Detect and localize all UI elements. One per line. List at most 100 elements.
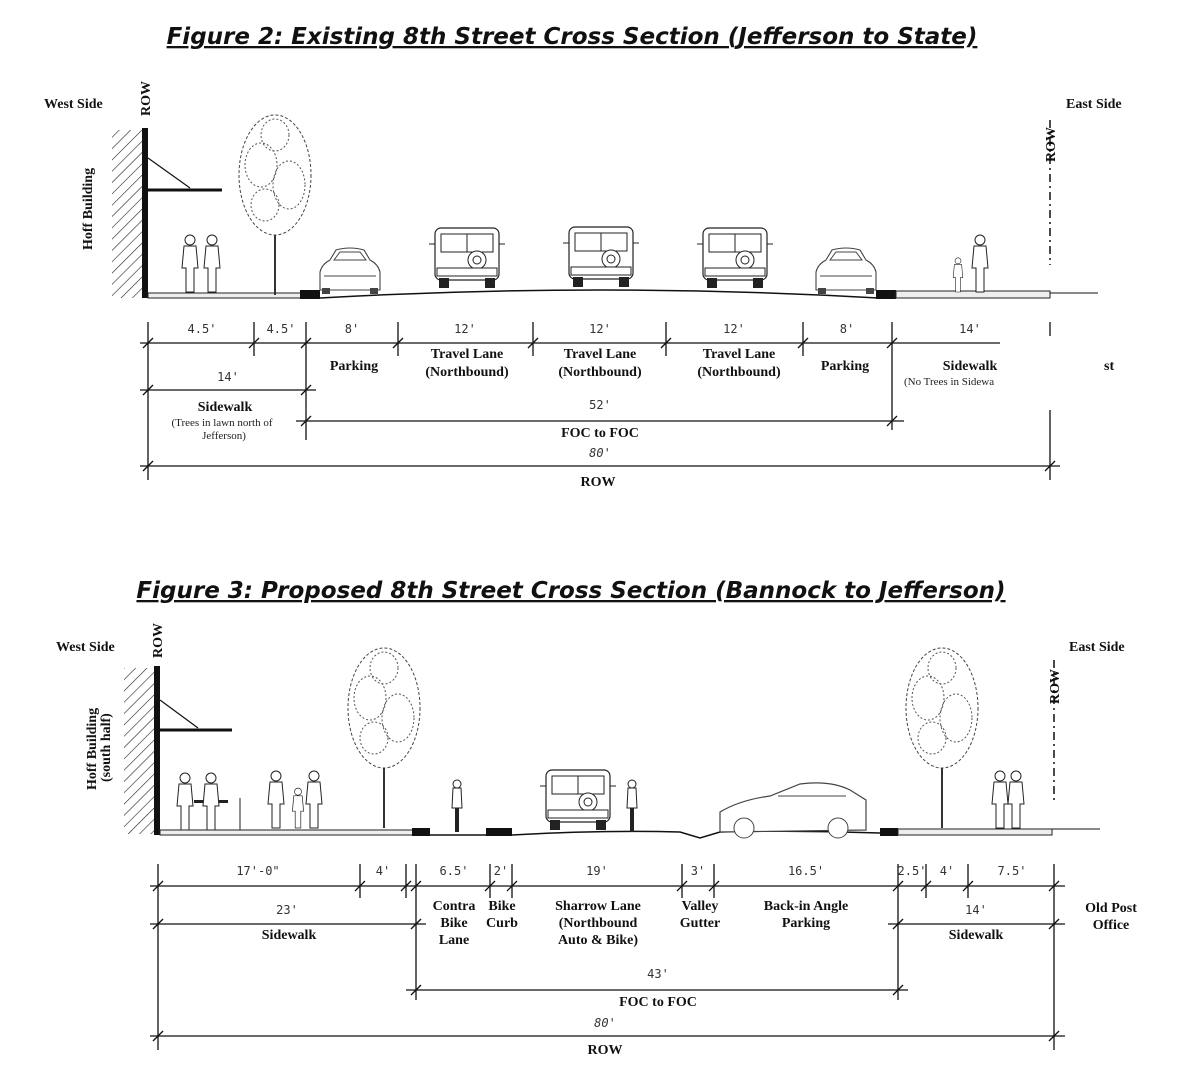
figure3-pedestrian bbox=[267, 770, 285, 829]
figure2-west-side-label: West Side bbox=[44, 97, 103, 112]
figure2-width-label: 4.5' bbox=[188, 322, 217, 336]
figure3-sidewalk-right-width: 14' bbox=[965, 903, 987, 917]
figure3-width-label: 3' bbox=[691, 864, 705, 878]
figure2-sidewalk-left-label: Sidewalk bbox=[198, 400, 253, 415]
figure2-width-label: 4.5' bbox=[267, 322, 296, 336]
figure3-width-label: 19' bbox=[586, 864, 608, 878]
figure2-foc-width: 52' bbox=[589, 398, 611, 412]
figure2-pedestrian bbox=[181, 234, 199, 293]
figure2-suv bbox=[428, 227, 506, 289]
figure3-post-office-label: Old Post bbox=[1085, 901, 1137, 916]
figure3-ground bbox=[159, 660, 1100, 839]
figure3-sharrow-label: Auto & Bike) bbox=[558, 933, 638, 948]
figure2-parking-label: Parking bbox=[330, 359, 378, 374]
figure3-tree bbox=[347, 647, 421, 829]
figure3-pedestrian bbox=[1007, 770, 1025, 829]
figure2-travel-lane-direction: (Northbound) bbox=[697, 365, 781, 380]
figure2-sidewalk-right-label: Sidewalk bbox=[943, 359, 998, 374]
figure3-contra-label: Lane bbox=[439, 933, 469, 948]
figure2-east-side-label: East Side bbox=[1066, 97, 1122, 112]
figure3-width-label: 4' bbox=[940, 864, 954, 878]
figure3-contra-label: Bike bbox=[440, 916, 467, 931]
figure2-width-label: 8' bbox=[345, 322, 359, 336]
figure2-width-label: 12' bbox=[589, 322, 611, 336]
figure2-row-label: ROW bbox=[581, 475, 616, 490]
figure3-pedestrian bbox=[991, 770, 1009, 829]
figure3-cyclist bbox=[450, 778, 464, 834]
figure2-width-label: 12' bbox=[723, 322, 745, 336]
figure3-pedestrian bbox=[305, 770, 323, 829]
figure2-suv bbox=[696, 227, 774, 289]
figure3-backin-label: Parking bbox=[782, 916, 830, 931]
figure3-east-side-label: East Side bbox=[1069, 640, 1125, 655]
figure3-tree bbox=[905, 647, 979, 829]
figure3-valley-label: Gutter bbox=[680, 916, 720, 931]
figure3-suv bbox=[539, 769, 617, 831]
figure3-dimensions bbox=[150, 864, 1065, 1050]
figure3-bike-curb-label: Bike bbox=[488, 899, 515, 914]
figure2-building-wall bbox=[112, 128, 222, 298]
figure3-sidewalk-left-label: Sidewalk bbox=[262, 928, 317, 943]
figure2-pedestrian bbox=[203, 234, 221, 293]
figure2-title: Figure 2: Existing 8th Street Cross Sect… bbox=[167, 24, 978, 50]
figure2-travel-lane-label: Travel Lane bbox=[703, 347, 775, 362]
figure2-ground bbox=[147, 120, 1098, 299]
figure2-building-label: Hoff Building bbox=[81, 168, 96, 250]
figure3-row-label: ROW bbox=[588, 1043, 623, 1058]
figure3-title: Figure 3: Proposed 8th Street Cross Sect… bbox=[136, 578, 1005, 604]
figure3-valley-label: Valley bbox=[682, 899, 719, 914]
figure2-travel-lane-label: Travel Lane bbox=[564, 347, 636, 362]
figure2-parking-label: Parking bbox=[821, 359, 869, 374]
figure2-travel-lane-label: Travel Lane bbox=[431, 347, 503, 362]
figure2-tree bbox=[238, 114, 312, 296]
figure2-pedestrian bbox=[971, 234, 989, 293]
figure2-width-label: 14' bbox=[959, 322, 981, 336]
figure2-width-label: 12' bbox=[454, 322, 476, 336]
figure3-width-label: 6.5' bbox=[440, 864, 469, 878]
figure3-width-label: 4' bbox=[376, 864, 390, 878]
figure3-row-label-left: ROW bbox=[151, 623, 166, 658]
figure3-cyclist bbox=[625, 778, 639, 834]
figure3-sidewalk-left-width: 23' bbox=[276, 903, 298, 917]
figure3-bike-curb-label: Curb bbox=[486, 916, 518, 931]
figure2-travel-lane-direction: (Northbound) bbox=[425, 365, 509, 380]
figure2-foc-label: FOC to FOC bbox=[561, 426, 639, 441]
figure2-row-label-right: ROW bbox=[1044, 127, 1059, 162]
figure2-child bbox=[952, 257, 964, 293]
figure3-row-width: 80' bbox=[594, 1016, 616, 1030]
figure3-width-label: 17'-0" bbox=[236, 864, 279, 878]
figure3-building-label-sub: (south half) bbox=[99, 713, 114, 782]
figure2-sidewalk-left-note: Jefferson) bbox=[202, 430, 246, 442]
figure3-building-wall bbox=[124, 666, 232, 835]
figure2-sidewalk-left-width: 14' bbox=[217, 370, 239, 384]
figure2-dimensions bbox=[140, 322, 1060, 480]
figure2-parked-car bbox=[319, 247, 381, 295]
figure2-parked-car bbox=[815, 247, 877, 295]
figure3-width-label: 2.5' bbox=[898, 864, 927, 878]
figure2-sidewalk-right-note: (No Trees in Sidewa bbox=[904, 376, 994, 388]
figure3-sharrow-label: Sharrow Lane bbox=[555, 899, 641, 914]
figure3-building-label: Hoff Building bbox=[85, 708, 100, 790]
figure3-contra-label: Contra bbox=[433, 899, 476, 914]
figure3-seated-person bbox=[176, 772, 194, 831]
figure2-travel-lane-direction: (Northbound) bbox=[558, 365, 642, 380]
figure3-post-office-label: Office bbox=[1093, 918, 1130, 933]
figure3-foc-label: FOC to FOC bbox=[619, 995, 697, 1010]
figure3-backin-label: Back-in Angle bbox=[764, 899, 848, 914]
figure2-row-width: 80' bbox=[589, 446, 611, 460]
figure2-row-label-left: ROW bbox=[139, 81, 154, 116]
figure3-row-label-right: ROW bbox=[1048, 669, 1063, 704]
figure3-sidewalk-right-label: Sidewalk bbox=[949, 928, 1004, 943]
figure3-width-label: 16.5' bbox=[788, 864, 824, 878]
figure2-suv bbox=[562, 226, 640, 288]
figure2-width-label: 8' bbox=[840, 322, 854, 336]
figure3-width-label: 7.5' bbox=[998, 864, 1027, 878]
figure2-sidewalk-left-note: (Trees in lawn north of bbox=[171, 417, 272, 429]
figure3-seated-person bbox=[202, 772, 220, 831]
figure3-angled-car bbox=[719, 782, 867, 839]
figure3-width-label: 2' bbox=[494, 864, 508, 878]
figure3-sharrow-label: (Northbound bbox=[559, 916, 638, 931]
figure2-cut-text: st bbox=[1104, 359, 1114, 374]
figure3-foc-width: 43' bbox=[647, 967, 669, 981]
